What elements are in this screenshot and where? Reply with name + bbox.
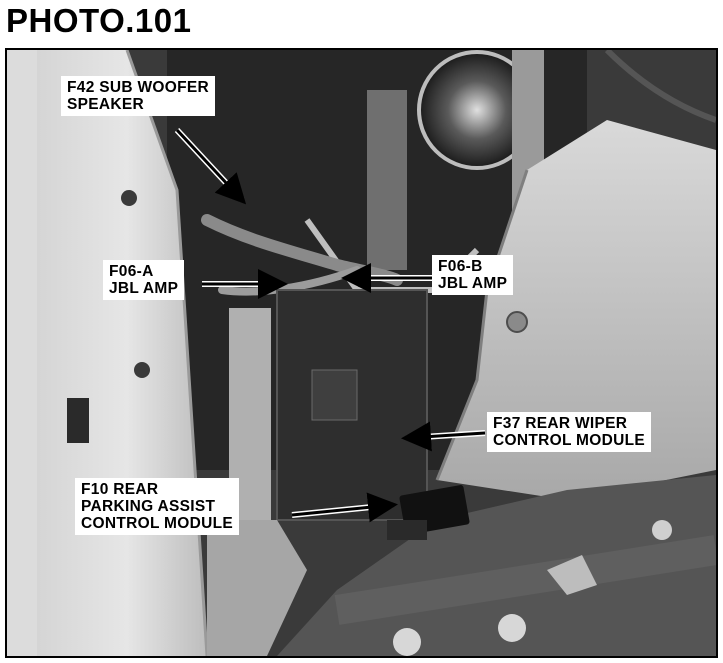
arrow-f10-core	[291, 492, 398, 523]
arrow-overlay	[174, 127, 486, 523]
photo-scene	[7, 50, 716, 656]
wire-harness	[201, 214, 403, 286]
floor-texture	[334, 535, 716, 625]
floor-latch	[547, 555, 597, 595]
trim-bolt	[506, 311, 528, 333]
quarter-trim-shadow	[435, 169, 529, 481]
subwoofer-speaker	[419, 52, 535, 168]
callout-f42-subwoofer: F42 SUB WOOFER SPEAKER	[61, 76, 215, 116]
callout-f10-parking-assist: F10 REAR PARKING ASSIST CONTROL MODULE	[75, 478, 240, 535]
amp-label-plate	[311, 369, 358, 421]
photo-title: PHOTO.101	[6, 2, 192, 39]
quarter-trim	[437, 120, 716, 500]
lower-trim	[207, 520, 307, 656]
pillar-bracket	[67, 398, 89, 443]
module-bracket	[387, 520, 427, 540]
callout-f06a-jbl-amp: F06-A JBL AMP	[103, 260, 185, 300]
floor-bolt-1	[393, 628, 421, 656]
vehicle-interior-photo: F42 SUB WOOFER SPEAKER F06-A JBL AMP F06…	[5, 48, 718, 658]
pillar-bolt-lower	[134, 362, 150, 378]
callout-f06b-jbl-amp: F06-B JBL AMP	[432, 255, 514, 295]
arrow-f37-core	[401, 421, 486, 452]
upper-right-wiring	[604, 50, 716, 123]
floor-bolt-3	[652, 520, 672, 540]
left-strip	[7, 50, 37, 656]
arrow-f42-core	[175, 128, 247, 205]
pillar-bolt-upper	[121, 190, 137, 206]
floor-bolt-2	[498, 614, 526, 642]
bracket-upright	[367, 90, 407, 270]
callout-f37-rear-wiper: F37 REAR WIPER CONTROL MODULE	[487, 412, 652, 452]
